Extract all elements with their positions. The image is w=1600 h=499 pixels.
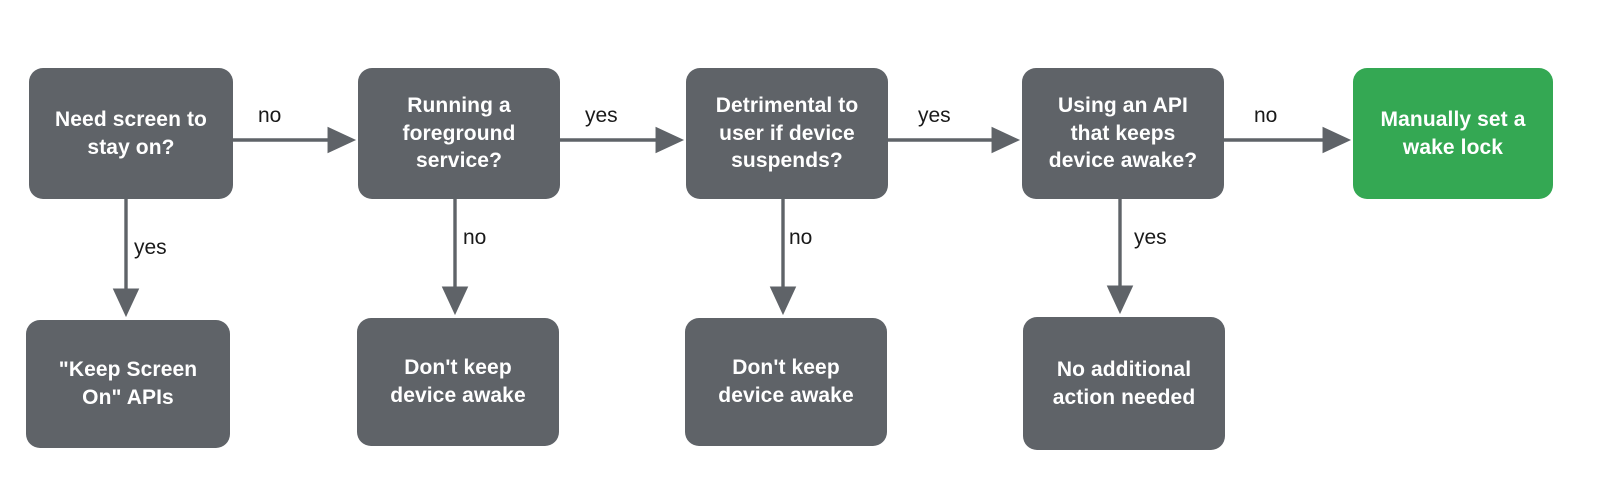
node-no-additional-action[interactable]: No additional action needed	[1023, 317, 1225, 450]
edge-label-no-3: no	[789, 226, 813, 249]
node-manually-set-wake-lock[interactable]: Manually set a wake lock	[1353, 68, 1553, 199]
node-dont-keep-awake-1[interactable]: Don't keep device awake	[357, 318, 559, 446]
node-detrimental-if-suspends[interactable]: Detrimental to user if device suspends?	[686, 68, 888, 199]
edge-label-no-2: no	[463, 226, 487, 249]
node-label: Using an API that keeps device awake?	[1048, 93, 1198, 173]
edge-label-yes-4: yes	[1134, 226, 1167, 249]
node-label: Running a foreground service?	[402, 93, 516, 173]
node-label: No additional action needed	[1052, 357, 1196, 409]
node-label: "Keep Screen On" APIs	[58, 358, 198, 409]
node-using-api-keeps-awake[interactable]: Using an API that keeps device awake?	[1022, 68, 1224, 199]
edge-label-yes-2: yes	[585, 104, 618, 127]
node-need-screen-on[interactable]: Need screen to stay on?	[29, 68, 233, 199]
node-label: Detrimental to user if device suspends?	[715, 93, 859, 173]
edge-label-no-4: no	[1254, 104, 1278, 127]
edge-label-no-1: no	[258, 104, 282, 127]
node-label: Don't keep device awake	[718, 356, 854, 407]
node-label: Don't keep device awake	[390, 356, 526, 407]
node-label: Need screen to stay on?	[55, 107, 207, 159]
node-label: Manually set a wake lock	[1380, 107, 1526, 159]
node-running-foreground-service[interactable]: Running a foreground service?	[358, 68, 560, 199]
node-dont-keep-awake-2[interactable]: Don't keep device awake	[685, 318, 887, 446]
node-keep-screen-on-apis[interactable]: "Keep Screen On" APIs	[26, 320, 230, 448]
edge-label-yes-1: yes	[134, 236, 167, 259]
edge-label-yes-3: yes	[918, 104, 951, 127]
